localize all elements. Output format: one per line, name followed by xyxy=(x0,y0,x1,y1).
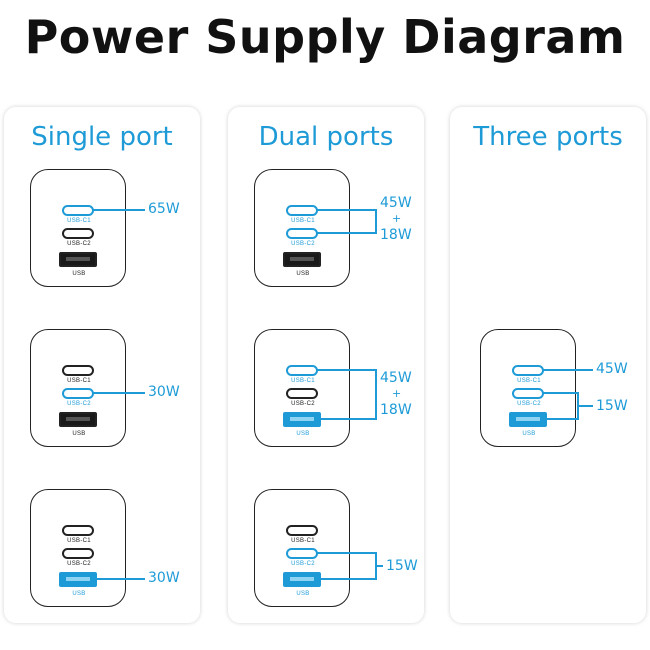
panel-title: Dual ports xyxy=(258,122,394,152)
usb-c1-port xyxy=(62,205,94,216)
connector-line xyxy=(543,369,593,371)
connector-line xyxy=(96,578,145,580)
usb-c1-label: USB-C1 xyxy=(291,378,315,384)
output-watt-1: 45W xyxy=(596,361,628,377)
usb-a-label: USB xyxy=(296,431,310,437)
bracket-line xyxy=(375,209,377,234)
output-watt-2: 15W xyxy=(596,398,628,414)
usb-c2-label: USB-C2 xyxy=(291,561,315,567)
panel-three-ports: Three ports USB-C1 USB-C2 USB 45W 15W xyxy=(450,107,646,623)
connector-line xyxy=(317,552,377,554)
connector-line xyxy=(543,392,579,394)
connector-line xyxy=(577,405,593,407)
panel-single-port: Single port USB-C1 USB-C2 USB 65W USB-C1… xyxy=(4,107,200,623)
config-dual-c1-usb: USB-C1 USB-C2 USB 45W + 18W xyxy=(254,329,434,454)
usb-c1-label: USB-C1 xyxy=(67,378,91,384)
usb-a-label: USB xyxy=(72,591,86,597)
connector-line xyxy=(546,418,579,420)
config-single-usb-a: USB-C1 USB-C2 USB 30W xyxy=(30,489,210,614)
panel-title: Three ports xyxy=(473,122,623,152)
usb-c2-port xyxy=(286,548,318,559)
charger: USB-C1 USB-C2 USB xyxy=(30,489,126,607)
output-watt-1: 45W xyxy=(380,195,412,211)
usb-a-port xyxy=(59,572,97,587)
usb-a-port xyxy=(59,252,97,267)
usb-c1-label: USB-C1 xyxy=(291,218,315,224)
charger: USB-C1 USB-C2 USB xyxy=(480,329,576,447)
connector-line xyxy=(320,418,377,420)
config-three-ports: USB-C1 USB-C2 USB 45W 15W xyxy=(480,329,650,454)
charger: USB-C1 USB-C2 USB xyxy=(254,329,350,447)
output-watt-2: 18W xyxy=(380,227,412,243)
charger: USB-C1 USB-C2 USB xyxy=(30,329,126,447)
connector-line xyxy=(375,565,383,567)
usb-c1-port xyxy=(286,525,318,536)
config-dual-c1-c2: USB-C1 USB-C2 USB 45W + 18W xyxy=(254,169,434,294)
output-watt: 15W xyxy=(386,558,418,574)
config-single-usb-c1: USB-C1 USB-C2 USB 65W xyxy=(30,169,210,294)
usb-c1-port xyxy=(512,365,544,376)
connector-line xyxy=(317,209,377,211)
usb-a-label: USB xyxy=(522,431,536,437)
output-watt-2: 18W xyxy=(380,402,412,418)
usb-c1-port xyxy=(62,525,94,536)
charger: USB-C1 USB-C2 USB xyxy=(254,489,350,607)
panel-dual-ports: Dual ports USB-C1 USB-C2 USB 45W + 18W U… xyxy=(228,107,424,623)
usb-c2-label: USB-C2 xyxy=(517,401,541,407)
usb-c1-label: USB-C1 xyxy=(517,378,541,384)
usb-c1-label: USB-C1 xyxy=(67,218,91,224)
usb-c2-port xyxy=(62,228,94,239)
usb-a-label: USB xyxy=(296,591,310,597)
usb-c2-label: USB-C2 xyxy=(67,241,91,247)
charger: USB-C1 USB-C2 USB xyxy=(254,169,350,287)
charger: USB-C1 USB-C2 USB xyxy=(30,169,126,287)
usb-c2-port xyxy=(62,548,94,559)
connector-line xyxy=(317,369,377,371)
usb-c1-port xyxy=(286,205,318,216)
usb-c2-port xyxy=(286,388,318,399)
plus-sign: + xyxy=(392,212,402,225)
output-watt: 65W xyxy=(148,201,180,217)
output-watt: 30W xyxy=(148,570,180,586)
connector-line xyxy=(93,209,145,211)
plus-sign: + xyxy=(392,387,402,400)
bracket-line xyxy=(375,369,377,420)
usb-a-label: USB xyxy=(72,271,86,277)
config-dual-c2-usb: USB-C1 USB-C2 USB 15W xyxy=(254,489,434,614)
connector-line xyxy=(320,578,377,580)
usb-a-label: USB xyxy=(296,271,310,277)
usb-a-port xyxy=(59,412,97,427)
usb-a-label: USB xyxy=(72,431,86,437)
usb-c2-label: USB-C2 xyxy=(67,561,91,567)
usb-c1-port xyxy=(286,365,318,376)
connector-line xyxy=(317,232,377,234)
usb-c2-port xyxy=(512,388,544,399)
usb-c2-label: USB-C2 xyxy=(67,401,91,407)
usb-a-port xyxy=(283,412,321,427)
usb-c1-port xyxy=(62,365,94,376)
output-watt-1: 45W xyxy=(380,370,412,386)
usb-c2-label: USB-C2 xyxy=(291,241,315,247)
connector-line xyxy=(93,392,145,394)
page-title: Power Supply Diagram xyxy=(24,10,626,64)
panel-title: Single port xyxy=(31,122,173,152)
usb-a-port xyxy=(509,412,547,427)
usb-c1-label: USB-C1 xyxy=(291,538,315,544)
usb-c2-port xyxy=(286,228,318,239)
output-watt: 30W xyxy=(148,384,180,400)
usb-a-port xyxy=(283,572,321,587)
config-single-usb-c2: USB-C1 USB-C2 USB 30W xyxy=(30,329,210,454)
usb-c2-label: USB-C2 xyxy=(291,401,315,407)
usb-c1-label: USB-C1 xyxy=(67,538,91,544)
usb-a-port xyxy=(283,252,321,267)
usb-c2-port xyxy=(62,388,94,399)
